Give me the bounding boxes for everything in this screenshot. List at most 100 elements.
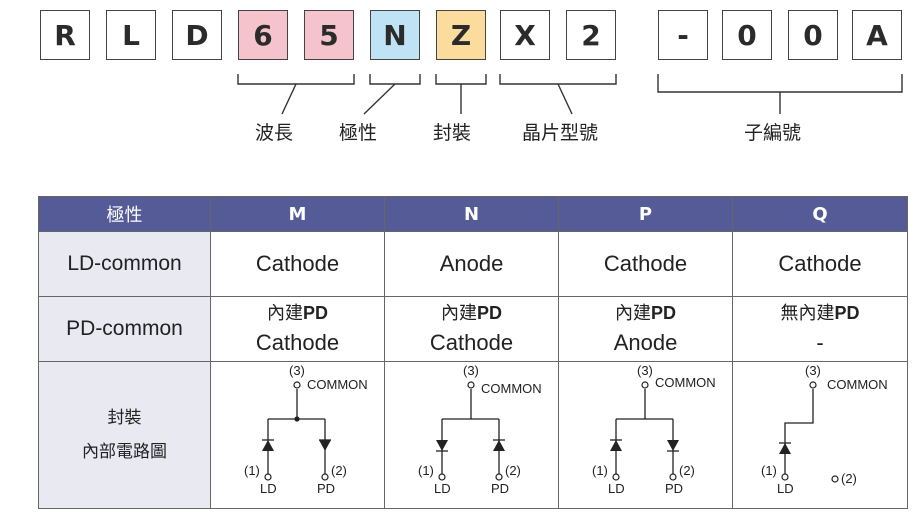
pin1-label: (1) (418, 463, 434, 478)
header-P: P (558, 196, 733, 232)
pd-polarity-value: Cathode (255, 330, 340, 355)
pn-char-polarity: N (370, 10, 420, 60)
pd-diode-icon (492, 440, 505, 451)
ld-label: LD (434, 481, 451, 496)
cell-ld-M: Cathode (210, 231, 385, 297)
ld-diode-icon (435, 440, 448, 451)
pn-char-package: Z (436, 10, 486, 60)
pin2-icon (668, 473, 677, 481)
pin1-icon (437, 473, 446, 481)
pd-label: PD (317, 481, 335, 496)
cell-pd-P: 內建PD Anode (558, 296, 733, 362)
pin2-label: (2) (331, 463, 347, 478)
pn-char-wavelength-1: 6 (238, 10, 288, 60)
ld-diode-icon (779, 443, 791, 454)
ld-diode-icon (609, 440, 622, 451)
pin1-label: (1) (592, 463, 608, 478)
segment-brackets (237, 74, 903, 115)
pn-char-chip-2: 2 (566, 10, 616, 60)
ld-label: LD (260, 481, 277, 496)
pn-char-sub-1: 0 (722, 10, 772, 60)
cell-circuit-N: (3) COMMON (1) (2) LD PD (384, 361, 559, 509)
common-label: COMMON (827, 377, 888, 392)
cell-pd-M: 內建PD Cathode (210, 296, 385, 362)
common-label: COMMON (655, 375, 716, 390)
pin2-label: (2) (505, 463, 521, 478)
pin1-icon (611, 473, 620, 481)
pn-char-R: R (40, 10, 90, 60)
table-row-circuit: 封裝 內部電路圖 (3) COMM (38, 361, 908, 509)
table-row-pd-common: PD-common 內建PD Cathode 內建PD Cathode 內建PD… (38, 296, 908, 362)
pn-char-dash: - (658, 10, 708, 60)
header-N: N (384, 196, 559, 232)
pin3-label: (3) (289, 365, 305, 378)
pin3-label: (3) (805, 365, 821, 378)
pin1-icon (781, 473, 789, 481)
ld-label: LD (608, 481, 625, 496)
common-label: COMMON (307, 377, 368, 392)
cell-ld-N: Anode (384, 231, 559, 297)
pn-char-sub-3: A (852, 10, 902, 60)
circuit-diagram-P: (3) COMMON (1) (2) LD PD (592, 365, 716, 496)
pd-polarity-value: Anode (613, 330, 678, 355)
ld-label: LD (777, 481, 794, 496)
pn-char-D: D (172, 10, 222, 60)
row-label-circuit: 封裝 內部電路圖 (38, 361, 211, 509)
circuit-label-line1: 封裝 (107, 408, 142, 428)
cell-pd-Q: 無內建PD - (732, 296, 908, 362)
ld-diode-icon (261, 440, 274, 451)
pin3-label: (3) (463, 365, 479, 378)
pd-polarity-value: Cathode (429, 330, 514, 355)
label-wavelength: 波長 (255, 122, 294, 144)
pn-char-wavelength-2: 5 (304, 10, 354, 60)
label-polarity: 極性 (339, 122, 378, 144)
pd-builtin-label: 內建PD (614, 303, 676, 323)
pd-diode-icon (666, 440, 679, 451)
pin3-icon (292, 381, 301, 389)
cell-ld-Q: Cathode (732, 231, 908, 297)
pd-builtin-label: 無內建PD (780, 303, 860, 323)
pin3-label: (3) (637, 365, 653, 378)
table-row-ld-common: LD-common Cathode Anode Cathode Cathode (38, 231, 908, 297)
label-package: 封裝 (433, 122, 472, 144)
header-polarity: 極性 (38, 196, 211, 232)
pd-label: PD (665, 481, 683, 496)
cell-pd-N: 內建PD Cathode (384, 296, 559, 362)
row-label-ld-common: LD-common (38, 231, 211, 297)
table-header-row: 極性 M N P Q (38, 196, 908, 232)
pin2-icon (494, 473, 503, 481)
pn-char-chip-1: X (500, 10, 550, 60)
pn-char-sub-2: 0 (788, 10, 838, 60)
header-Q: Q (732, 196, 908, 232)
pin3-icon (809, 381, 817, 389)
cell-ld-P: Cathode (558, 231, 733, 297)
pn-char-L: L (106, 10, 156, 60)
pin2-icon (831, 475, 839, 483)
pd-polarity-value: - (816, 330, 824, 355)
cell-circuit-P: (3) COMMON (1) (2) LD PD (558, 361, 733, 509)
row-label-pd-common: PD-common (38, 296, 211, 362)
pd-diode-icon (318, 440, 331, 451)
circuit-label-line2: 內部電路圖 (82, 442, 167, 462)
circuit-diagram-Q: (3) COMMON (1) (2) LD (761, 365, 888, 496)
pin3-icon (640, 381, 649, 389)
label-sub-number: 子編號 (744, 122, 802, 144)
pin1-icon (263, 473, 272, 481)
pin3-icon (466, 381, 475, 389)
pin2-icon (320, 473, 329, 481)
circuit-diagram-M: (3) COMMON (1) (2) LD PD (244, 365, 368, 496)
label-chip-model: 晶片型號 (522, 122, 599, 144)
pd-builtin-label: 內建PD (266, 303, 328, 323)
pin2-label: (2) (841, 471, 857, 486)
common-label: COMMON (481, 381, 542, 396)
circuit-diagram-N: (3) COMMON (1) (2) LD PD (418, 365, 542, 496)
pin1-label: (1) (761, 463, 777, 478)
junction-dot-icon (293, 416, 300, 422)
cell-circuit-M: (3) COMMON (1) (2) LD PD (210, 361, 385, 509)
pin1-label: (1) (244, 463, 260, 478)
pd-builtin-label: 內建PD (440, 303, 502, 323)
header-M: M (210, 196, 385, 232)
polarity-table: 極性 M N P Q LD-common Cathode Anode Catho… (38, 196, 908, 509)
cell-circuit-Q: (3) COMMON (1) (2) LD (732, 361, 908, 509)
pin2-label: (2) (679, 463, 695, 478)
